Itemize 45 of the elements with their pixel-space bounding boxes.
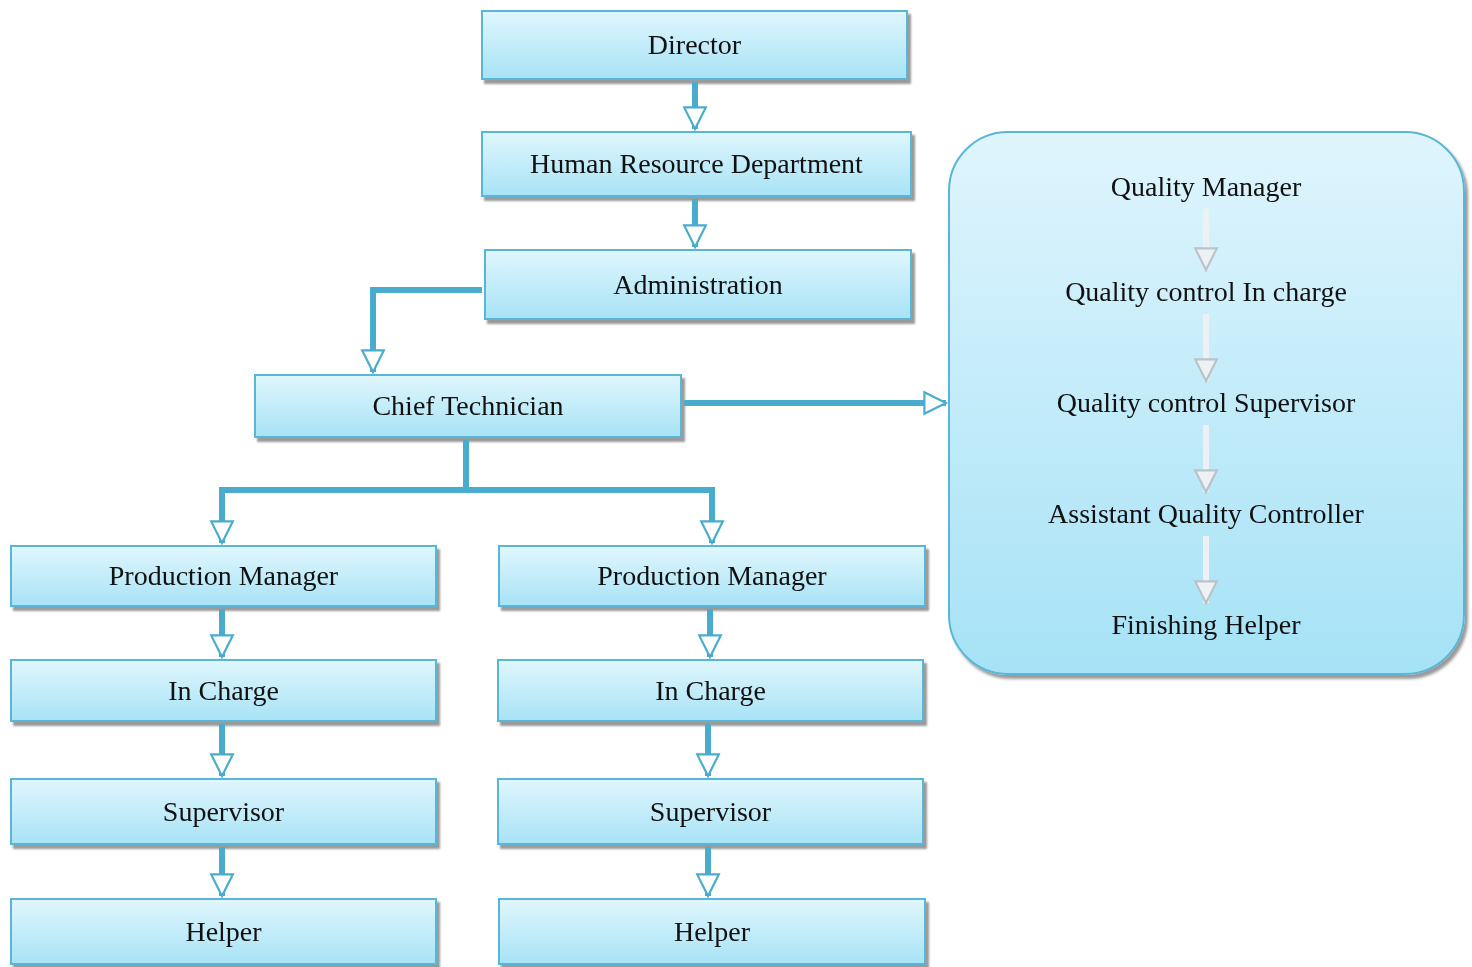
role-label: Assistant Quality Controller [1048, 498, 1364, 530]
role-label: Chief Technician [372, 390, 564, 422]
role-label: Quality control In charge [1065, 276, 1347, 308]
arrow [1194, 209, 1218, 272]
group-panel [948, 131, 1465, 675]
role-box [498, 545, 926, 607]
arrow [210, 847, 234, 898]
arrow [683, 199, 707, 249]
arrow [696, 847, 720, 898]
role-label: Finishing Helper [1111, 609, 1301, 641]
arrow [210, 724, 234, 778]
role-box [484, 249, 912, 320]
role-box [481, 10, 908, 80]
role-box [497, 659, 924, 722]
role-label: Supervisor [649, 795, 772, 828]
role-label: Production Manager [108, 560, 339, 592]
arrow [1194, 314, 1218, 383]
arrow [1194, 536, 1218, 605]
arrow [684, 391, 948, 415]
arrow [696, 724, 720, 778]
role-box [10, 778, 437, 845]
role-label: Helper [673, 915, 751, 948]
arrow [361, 287, 482, 374]
arrow [698, 609, 722, 659]
role-box [10, 898, 437, 965]
role-box [481, 131, 912, 197]
role-label: In Charge [168, 674, 279, 707]
role-box [254, 374, 682, 438]
role-label: In Charge [655, 674, 766, 707]
arrow [1194, 425, 1218, 494]
arrow [463, 440, 724, 545]
role-box [10, 659, 437, 722]
role-label: Quality Manager [1110, 171, 1302, 203]
role-label: Director [647, 29, 742, 61]
role-box [497, 778, 924, 845]
role-box [10, 545, 437, 607]
role-box [498, 898, 926, 965]
role-label: Human Resource Department [530, 148, 863, 180]
arrow [683, 82, 707, 131]
role-label: Supervisor [162, 795, 285, 828]
role-label: Production Manager [597, 560, 827, 592]
role-label: Quality control Supervisor [1056, 387, 1356, 419]
role-label: Helper [185, 915, 262, 948]
role-label: Administration [613, 268, 783, 301]
arrow [210, 609, 234, 659]
